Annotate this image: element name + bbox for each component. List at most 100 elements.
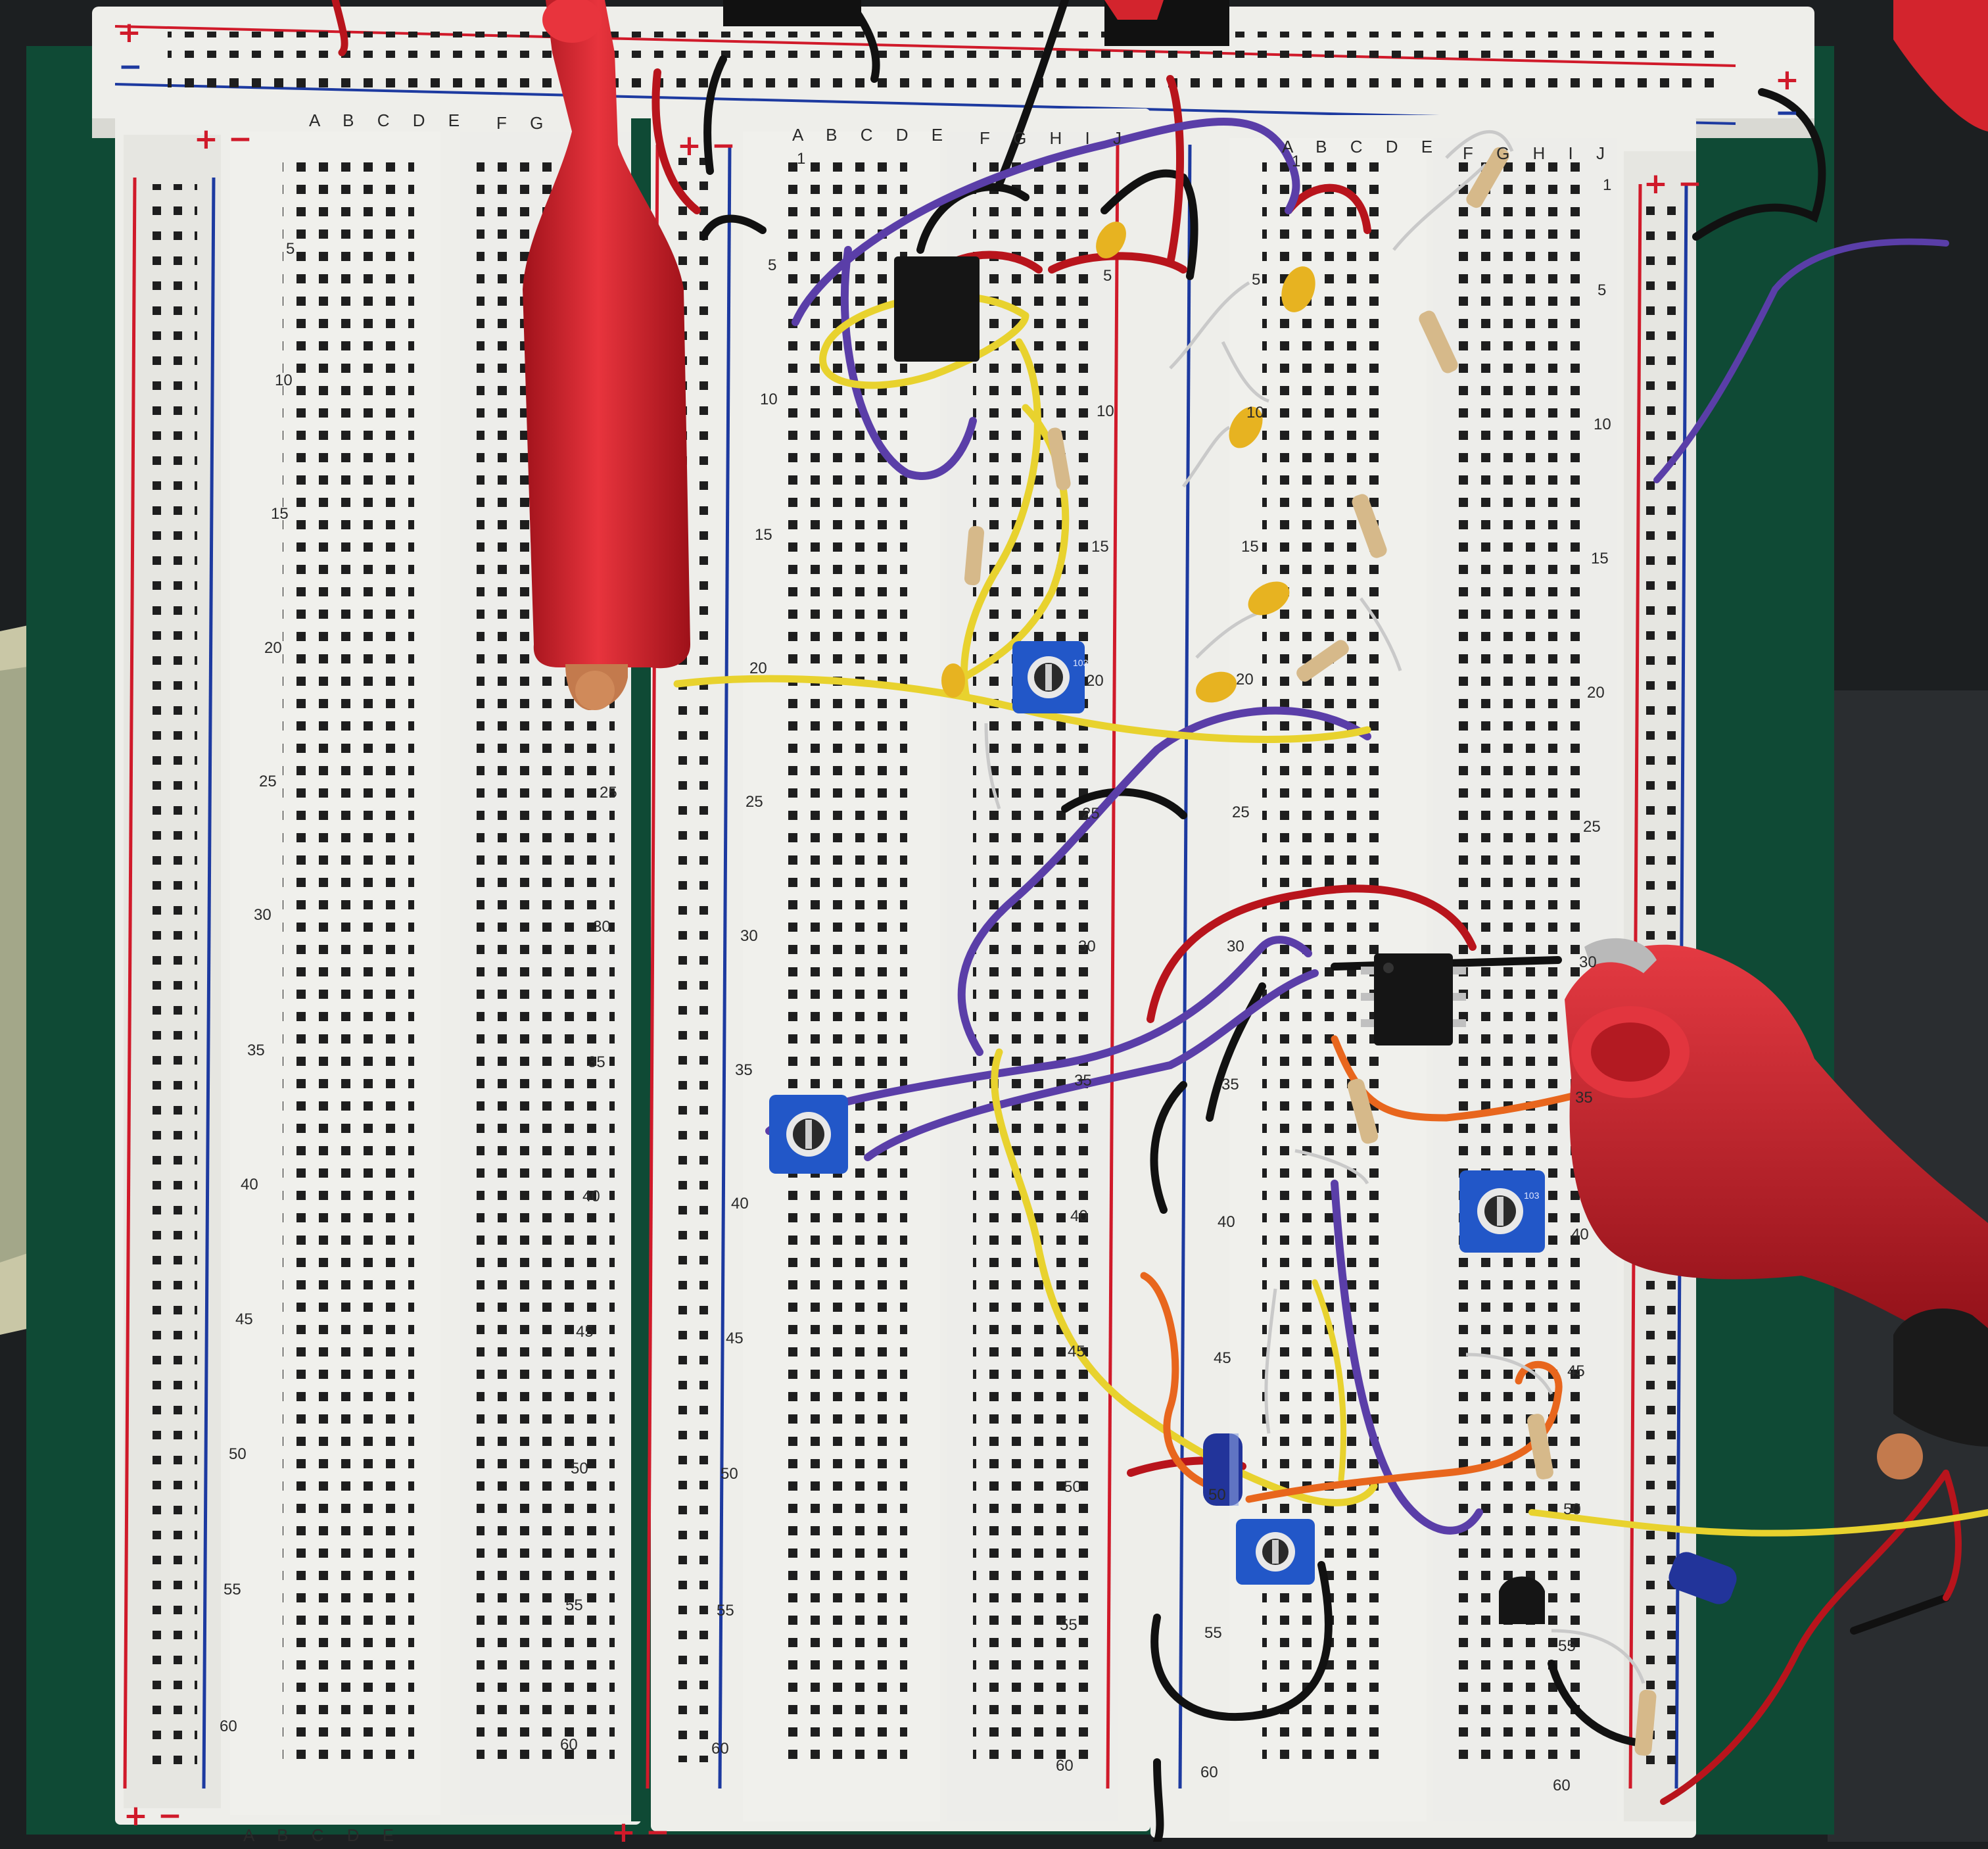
ceramic-capacitors — [941, 222, 1315, 703]
trimpots — [769, 641, 1545, 1585]
row-number: 60 — [1056, 1757, 1074, 1775]
rail-minus-sign: − — [118, 50, 143, 84]
row-number: 45 — [1068, 1343, 1085, 1360]
row-number: 35 — [1074, 1072, 1092, 1090]
row-number: 40 — [241, 1176, 258, 1193]
row-number: 60 — [220, 1717, 237, 1735]
rail-plus-sign: + — [117, 16, 141, 49]
board1-bottom-labels: A B C D E — [243, 1825, 404, 1845]
row-number: 55 — [1558, 1637, 1576, 1655]
rail-sign-pair: + − — [194, 122, 253, 156]
row-number: 60 — [1200, 1764, 1218, 1781]
row-number: 15 — [271, 505, 289, 523]
row-number: 35 — [1575, 1089, 1593, 1107]
row-number: 50 — [1064, 1478, 1081, 1496]
row-number: 5 — [286, 240, 295, 258]
trimpot-marking: 103 — [1524, 1190, 1540, 1201]
row-number: 5 — [768, 256, 777, 274]
board2-column-labels-left: A B C D E — [792, 125, 953, 145]
row-number: 55 — [717, 1602, 734, 1620]
row-number: 5 — [1598, 281, 1607, 299]
row-number: 30 — [593, 918, 611, 936]
row-number: 45 — [726, 1330, 744, 1347]
row-number: 20 — [1236, 671, 1254, 688]
row-number: 35 — [735, 1061, 753, 1079]
board1-column-labels-right: F G — [496, 113, 553, 133]
row-number: 45 — [1214, 1349, 1231, 1367]
row-number: 1 — [797, 150, 806, 168]
row-number: 50 — [721, 1465, 738, 1483]
row-number: 25 — [259, 773, 277, 790]
rail-sign-pair: + − — [611, 1815, 671, 1849]
component-leads — [984, 130, 1645, 1684]
row-number: 15 — [1241, 538, 1259, 556]
row-number: 60 — [560, 1736, 578, 1754]
row-number: 25 — [746, 793, 763, 811]
row-number: 55 — [565, 1597, 583, 1614]
row-number: 40 — [582, 1188, 600, 1205]
resistors — [964, 147, 1657, 1756]
row-number: 60 — [711, 1740, 729, 1758]
red-alligator-clip-right — [1565, 938, 1988, 1479]
row-number: 55 — [224, 1581, 241, 1598]
row-number: 10 — [275, 372, 293, 389]
rail-minus-sign: − — [1775, 96, 1799, 130]
row-number: 25 — [1082, 805, 1100, 823]
rail-plus-sign: + — [1775, 63, 1799, 97]
row-number: 10 — [1246, 404, 1264, 421]
row-number: 10 — [1097, 402, 1114, 420]
row-number: 20 — [264, 639, 282, 657]
row-number: 10 — [760, 391, 778, 408]
rail-sign-pair: + − — [1644, 167, 1703, 201]
row-number: 15 — [1591, 550, 1609, 567]
row-number: 45 — [235, 1310, 253, 1328]
row-number: 40 — [1070, 1207, 1088, 1225]
row-number: 40 — [1218, 1213, 1235, 1231]
row-number: 35 — [247, 1042, 265, 1059]
row-number: 5 — [1252, 271, 1261, 289]
row-number: 25 — [1232, 804, 1250, 821]
red-alligator-clip-left — [523, 0, 690, 710]
row-number: 1 — [1292, 153, 1301, 170]
row-number: 30 — [740, 927, 758, 945]
row-number: 35 — [588, 1053, 605, 1071]
row-number: 5 — [1103, 267, 1112, 285]
board1-column-labels-left: A B C D E — [309, 110, 469, 130]
breadboard-2 — [646, 108, 1150, 1831]
board2-column-labels-right: F G H I J — [980, 128, 1131, 148]
row-number: 50 — [571, 1460, 588, 1477]
row-number: 45 — [1567, 1362, 1585, 1380]
breadboard-1 — [115, 105, 641, 1825]
row-number: 55 — [1060, 1616, 1077, 1634]
row-number: 55 — [1204, 1624, 1222, 1642]
row-number: 60 — [1553, 1777, 1571, 1794]
row-number: 25 — [600, 784, 617, 802]
row-number: 20 — [1086, 672, 1104, 690]
row-number: 15 — [1091, 538, 1109, 556]
row-number: 40 — [731, 1195, 749, 1213]
row-number: 30 — [1227, 938, 1244, 955]
row-number: 30 — [1078, 938, 1096, 955]
row-number: 1 — [1603, 176, 1612, 194]
row-number: 45 — [576, 1323, 594, 1341]
electrolytic-capacitors — [1203, 1433, 1737, 1604]
row-number: 30 — [1579, 953, 1597, 971]
ic-chips — [894, 256, 1545, 1624]
rail-sign-pair: + − — [677, 129, 736, 162]
row-number: 50 — [1208, 1486, 1226, 1504]
board3-column-labels-right: F G H I J — [1463, 143, 1614, 163]
row-number: 50 — [1563, 1501, 1581, 1518]
trimpot-marking: 103 — [1073, 658, 1089, 668]
row-number: 20 — [749, 660, 767, 677]
row-number: 35 — [1221, 1076, 1239, 1093]
row-number: 10 — [1594, 416, 1611, 433]
row-number: 25 — [1583, 818, 1601, 836]
row-number: 15 — [755, 526, 772, 544]
clip-housings-top — [723, 0, 1988, 132]
row-number: 50 — [229, 1445, 247, 1463]
rail-sign-pair: + − — [124, 1799, 183, 1833]
row-number: 20 — [1587, 684, 1605, 702]
row-number: 40 — [1571, 1226, 1589, 1243]
